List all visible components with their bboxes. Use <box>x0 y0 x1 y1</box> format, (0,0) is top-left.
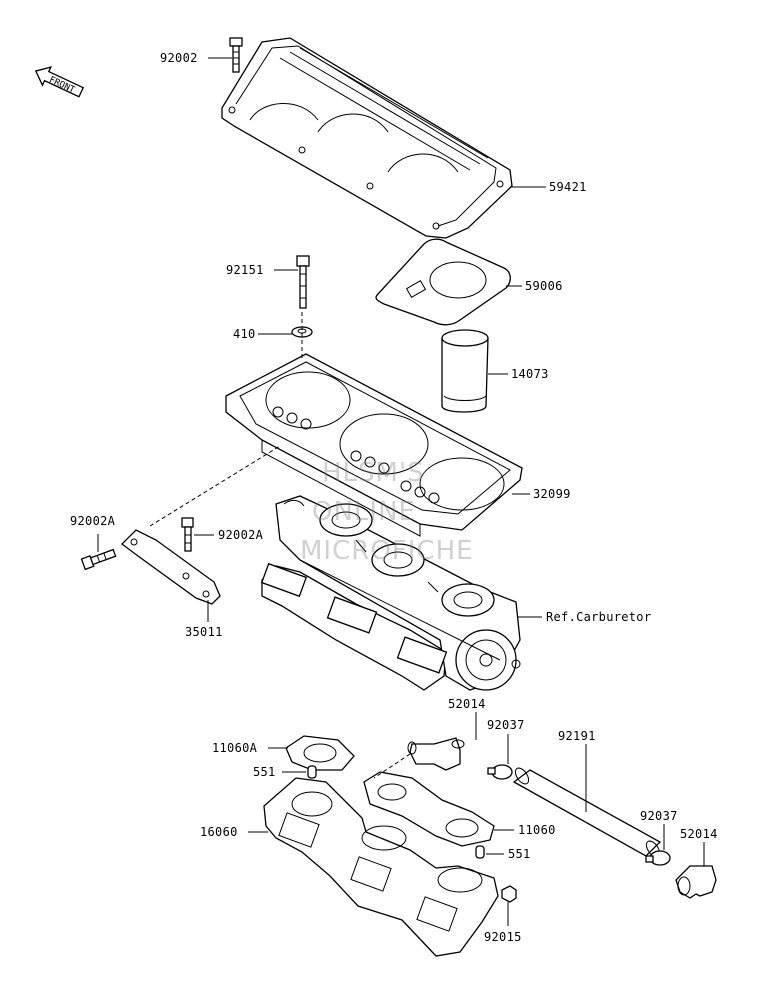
callout-92037-bottom: 92037 <box>640 809 678 823</box>
filter-14073[interactable] <box>441 329 489 413</box>
callout-92015: 92015 <box>484 930 522 944</box>
callout-35011: 35011 <box>185 625 223 639</box>
leader-lines <box>97 57 705 926</box>
gasket-59006[interactable] <box>375 238 511 326</box>
bracket-35011[interactable] <box>121 529 221 605</box>
callout-11060a: 11060A <box>212 741 258 755</box>
callout-551-top: 551 <box>253 765 276 779</box>
callout-52014-bottom: 52014 <box>680 827 718 841</box>
pin-551-top[interactable] <box>307 765 317 779</box>
callout-551-bottom: 551 <box>508 847 531 861</box>
air-box-cover-59421[interactable] <box>221 37 513 239</box>
callout-11060: 11060 <box>518 823 556 837</box>
callout-92002a-left: 92002A <box>70 514 116 528</box>
callout-59421: 59421 <box>549 180 587 194</box>
callout-92002a-right: 92002A <box>218 528 264 542</box>
bolt-92002a-right[interactable] <box>181 517 194 552</box>
assembly-line-fitting <box>373 753 411 779</box>
clamp-92037-top[interactable] <box>487 764 513 780</box>
callout-410: 410 <box>233 327 256 341</box>
air-box-base-32099[interactable] <box>225 353 523 537</box>
gasket-11060[interactable] <box>363 771 495 847</box>
callout-32099: 32099 <box>533 487 571 501</box>
watermark-line-3: MICROFICHE <box>300 536 474 566</box>
pin-551-bottom[interactable] <box>475 845 485 859</box>
bolt-92002[interactable] <box>229 37 243 73</box>
callout-16060: 16060 <box>200 825 238 839</box>
callout-92151: 92151 <box>226 263 264 277</box>
watermark-line-1: HLSM'S <box>322 458 425 488</box>
front-arrow-icon: FRONT <box>34 66 85 98</box>
nut-92015[interactable] <box>501 885 517 903</box>
carburetor-assembly[interactable] <box>260 495 521 691</box>
callout-92037-top: 92037 <box>487 718 525 732</box>
assembly-line-bracket <box>149 445 281 527</box>
intake-manifold-16060[interactable] <box>263 777 499 957</box>
callout-ref-carburetor: Ref.Carburetor <box>546 610 652 624</box>
callout-92191: 92191 <box>558 729 596 743</box>
watermark-line-2: ONLINE <box>312 497 416 527</box>
bolt-92002a-left[interactable] <box>80 548 117 571</box>
callout-14073: 14073 <box>511 367 549 381</box>
fitting-52014-top[interactable] <box>407 737 465 771</box>
callout-59006: 59006 <box>525 279 563 293</box>
gasket-11060a[interactable] <box>285 735 355 771</box>
callout-52014-top: 52014 <box>448 697 486 711</box>
callout-92002: 92002 <box>160 51 198 65</box>
clamp-92037-bottom[interactable] <box>645 850 671 866</box>
bolt-92151[interactable] <box>296 255 310 309</box>
fitting-52014-bottom[interactable] <box>675 865 717 899</box>
